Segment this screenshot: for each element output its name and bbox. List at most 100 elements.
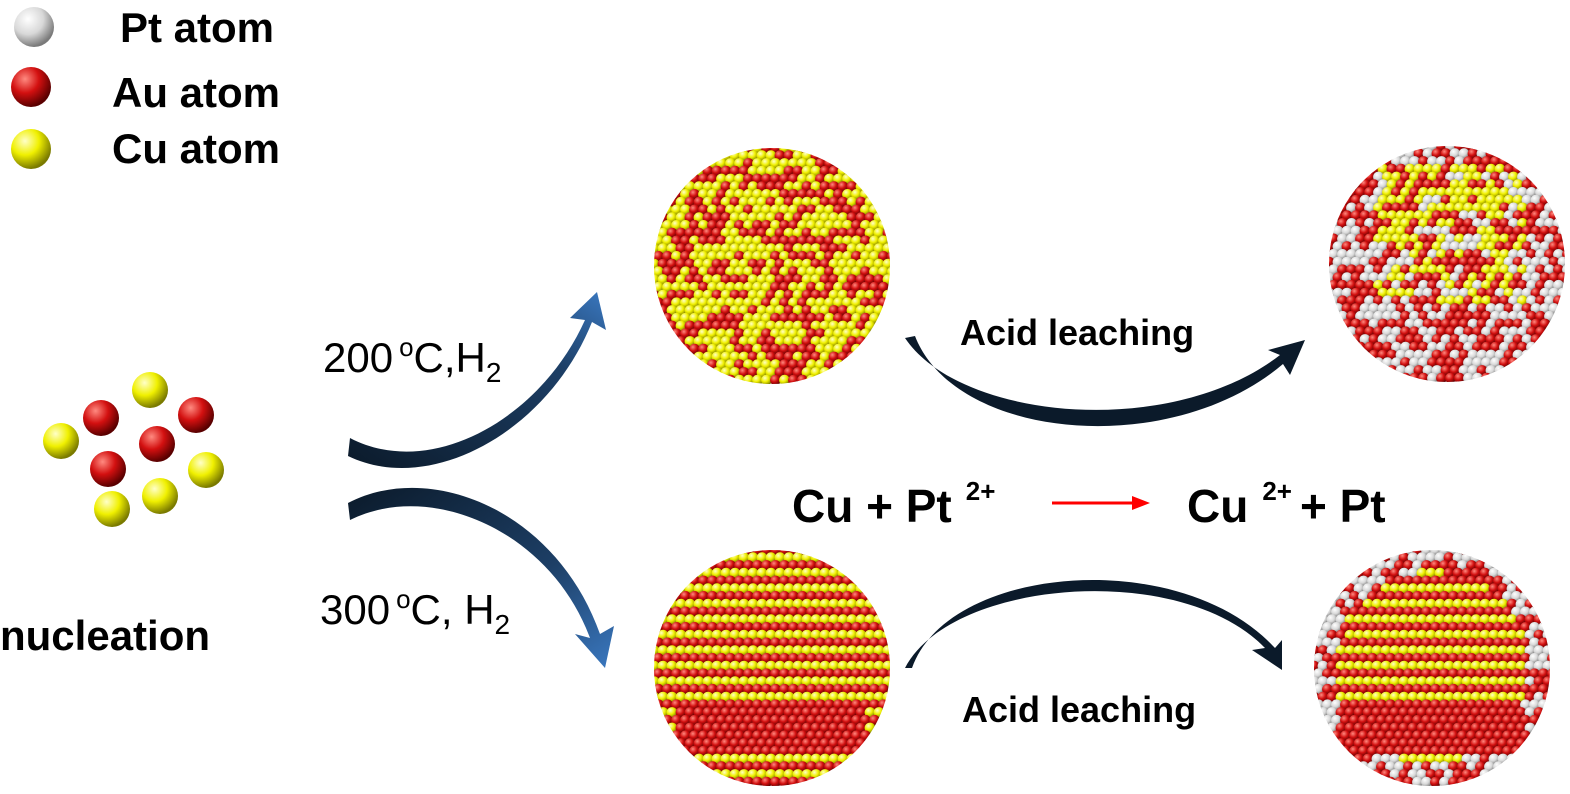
au-atom	[1484, 591, 1495, 602]
cu-atom	[1418, 187, 1429, 198]
cu-atom	[797, 266, 808, 278]
au-atom	[1358, 668, 1369, 680]
au-atom	[734, 359, 745, 371]
au-atom	[1400, 357, 1411, 369]
au-atom	[1385, 776, 1396, 786]
au-atom	[1466, 668, 1477, 680]
cu-atom	[1395, 241, 1407, 253]
au-atom	[1521, 241, 1533, 253]
au-atom	[779, 359, 790, 371]
au-atom	[1389, 567, 1401, 579]
au-atom	[1440, 318, 1452, 330]
au-atom	[1398, 707, 1410, 718]
cu-atom	[819, 320, 831, 332]
au-atom	[1443, 552, 1455, 564]
cu-atom	[774, 567, 786, 579]
au-atom	[1344, 722, 1356, 734]
cu-atom	[806, 266, 817, 278]
au-atom	[711, 722, 723, 734]
au-atom	[815, 745, 826, 757]
au-atom	[738, 165, 750, 177]
au-atom	[1367, 683, 1378, 695]
cu-atom	[765, 645, 777, 656]
au-atom	[738, 722, 750, 734]
au-atom	[1484, 668, 1495, 680]
au-atom	[1382, 341, 1393, 353]
cu-atom	[1380, 629, 1392, 641]
au-atom	[770, 606, 781, 618]
au-atom	[1466, 745, 1477, 757]
au-atom	[837, 707, 849, 718]
cu-atom	[846, 753, 858, 765]
au-atom	[1425, 722, 1437, 734]
au-atom	[756, 722, 768, 734]
au-atom	[1431, 303, 1443, 314]
cu-atom	[815, 266, 826, 278]
pt-atom	[1544, 264, 1555, 276]
au-atom	[797, 374, 808, 384]
au-atom	[1533, 629, 1545, 641]
cu-atom	[882, 645, 890, 656]
cu-atom	[734, 204, 745, 216]
legend-cu-label: Cu atom	[112, 125, 280, 172]
au-atom	[1503, 303, 1515, 314]
cu-atom	[851, 343, 862, 355]
au-atom	[1475, 745, 1486, 757]
au-atom	[797, 761, 808, 773]
au-atom	[1380, 707, 1392, 718]
cu-atom	[711, 567, 723, 579]
au-atom	[707, 606, 718, 618]
au-atom	[1430, 606, 1441, 618]
cu-atom	[734, 189, 745, 200]
au-atom	[837, 227, 849, 239]
au-atom	[720, 722, 732, 734]
au-atom	[833, 189, 844, 200]
au-atom	[1445, 357, 1456, 369]
au-atom	[788, 591, 799, 602]
pt-atom	[1422, 303, 1434, 314]
cu-atom	[1481, 264, 1492, 276]
au-atom	[1503, 225, 1515, 237]
au-atom	[716, 745, 727, 757]
au-atom	[837, 722, 849, 734]
au-atom	[1481, 341, 1492, 353]
cu-atom	[675, 629, 687, 641]
au-atom	[878, 281, 889, 293]
au-atom	[711, 320, 723, 332]
au-atom	[707, 668, 718, 680]
au-atom	[815, 606, 826, 618]
cu-atom	[684, 645, 696, 656]
cu-atom	[783, 227, 795, 239]
au-atom	[1517, 279, 1528, 291]
au-atom	[1407, 707, 1419, 718]
cu-atom	[1445, 202, 1456, 214]
cu-atom	[752, 204, 763, 216]
au-atom	[806, 591, 817, 602]
au-atom	[1350, 318, 1362, 330]
au-atom	[788, 266, 799, 278]
cu-atom	[1472, 187, 1483, 198]
au-atom	[837, 305, 849, 316]
au-atom	[1467, 225, 1479, 237]
au-atom	[1355, 202, 1366, 214]
au-atom	[1403, 606, 1414, 618]
au-atom	[783, 722, 795, 734]
pt-atom	[1511, 591, 1522, 602]
cu-atom	[1434, 645, 1446, 656]
seed-atom	[178, 397, 214, 433]
pt-atom	[1358, 591, 1369, 602]
au-atom	[842, 281, 853, 293]
pt-atom	[1449, 148, 1461, 160]
cu-atom	[819, 367, 831, 378]
cu-atom	[729, 243, 741, 255]
cu-atom	[770, 359, 781, 371]
cu-atom	[873, 227, 885, 239]
cu-atom	[1445, 187, 1456, 198]
cu-atom	[824, 343, 835, 355]
cu-atom	[1467, 163, 1479, 175]
cu-atom	[792, 150, 804, 162]
cu-atom	[657, 227, 669, 239]
cu-atom	[779, 374, 790, 384]
au-atom	[1340, 683, 1351, 695]
